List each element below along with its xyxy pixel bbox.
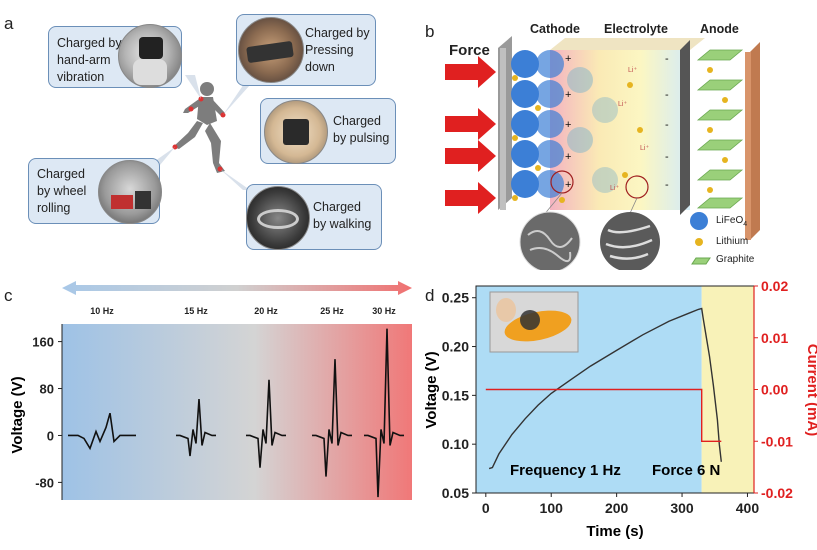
svg-text:+: + bbox=[565, 119, 571, 131]
callout-line: by walking bbox=[313, 217, 372, 231]
y-tick-label: 0.25 bbox=[442, 290, 469, 306]
frequency-label: 25 Hz bbox=[320, 306, 344, 316]
x-axis-label: Time (s) bbox=[586, 523, 643, 540]
frequency-label: 30 Hz bbox=[372, 306, 396, 316]
graphite-layers bbox=[696, 49, 744, 209]
x-tick-label: 100 bbox=[540, 500, 564, 516]
x-tick-label: 300 bbox=[670, 500, 694, 516]
callout-line: Charged bbox=[333, 114, 381, 128]
svg-text:+: + bbox=[565, 89, 571, 101]
svg-text:-: - bbox=[665, 89, 669, 101]
cathode-spheres bbox=[511, 50, 618, 198]
legend-graphite: Graphite bbox=[690, 254, 810, 270]
callout-line: down bbox=[305, 60, 335, 74]
y-tick-label: 160 bbox=[32, 335, 54, 350]
legend-label: Lithium bbox=[716, 236, 749, 247]
legend-label: LiFeO bbox=[716, 215, 744, 226]
callout-line: Charged bbox=[313, 200, 361, 214]
y-tick-label-right: -0.02 bbox=[761, 485, 793, 501]
annotation-frequency: Frequency 1 Hz bbox=[510, 462, 621, 479]
li-ion-label: Li⁺ bbox=[618, 101, 627, 108]
y-tick-label-right: 0.00 bbox=[761, 382, 788, 398]
svg-text:-: - bbox=[665, 119, 669, 131]
frequency-label: 15 Hz bbox=[184, 306, 208, 316]
annotation-force: Force 6 N bbox=[652, 462, 720, 479]
callout-line: hand-arm bbox=[57, 53, 111, 67]
walking-photo bbox=[246, 186, 310, 250]
anode-label: Anode bbox=[700, 22, 739, 36]
legend-label: Graphite bbox=[716, 254, 755, 265]
legend-lifeo4: LiFeO4 bbox=[690, 212, 810, 232]
frequency-label: 10 Hz bbox=[90, 306, 114, 316]
force-label: Force bbox=[449, 42, 490, 59]
panel-b-letter: b bbox=[425, 22, 435, 41]
callout-line: vibration bbox=[57, 70, 105, 84]
svg-text:-: - bbox=[665, 179, 669, 191]
voltage-trace bbox=[176, 399, 216, 457]
li-ion-label: Li⁺ bbox=[640, 145, 649, 152]
y-tick-label-right: 0.02 bbox=[761, 278, 788, 294]
svg-text:-: - bbox=[665, 53, 669, 65]
y-tick-label: 0.10 bbox=[442, 436, 469, 452]
callout-line: Charged by bbox=[57, 36, 122, 50]
electrolyte-label: Electrolyte bbox=[604, 22, 668, 36]
x-tick-label: 400 bbox=[736, 500, 760, 516]
li-ion-label: Li⁺ bbox=[628, 67, 637, 74]
y-tick-label: 0.15 bbox=[442, 387, 469, 403]
callout-line: Charged by bbox=[305, 26, 370, 40]
x-tick-label: 200 bbox=[605, 500, 629, 516]
voltage-trace bbox=[68, 412, 136, 451]
callout-line: by pulsing bbox=[333, 131, 390, 145]
panel-c-letter: c bbox=[4, 286, 13, 305]
y-tick-label: 0 bbox=[47, 428, 54, 443]
runner-figure bbox=[155, 75, 250, 190]
current-line bbox=[485, 388, 722, 443]
inset-photo bbox=[489, 291, 579, 353]
y-tick-label-right: -0.01 bbox=[761, 433, 793, 449]
callout-line: rolling bbox=[37, 201, 71, 215]
legend-subscript: 4 bbox=[743, 221, 748, 228]
pressing-photo bbox=[238, 17, 304, 83]
y-tick-label: 0.05 bbox=[442, 485, 469, 501]
hand-arm-photo bbox=[118, 24, 182, 88]
chart-voltage-frequency: 10 Hz 15 Hz 20 Hz 25 Hz 30 Hz -80 0 80 160 Volt… bbox=[9, 281, 412, 500]
cathode-label: Cathode bbox=[530, 22, 580, 36]
voltage-trace bbox=[246, 379, 286, 468]
callout-line: Pressing bbox=[305, 43, 354, 57]
frequency-label: 20 Hz bbox=[254, 306, 278, 316]
pulsing-photo bbox=[264, 100, 328, 164]
y-axis-label: Voltage (V) bbox=[423, 351, 440, 428]
battery-schematic: + + + + + - - - - - Li⁺ Li⁺ Li⁺ Li⁺ bbox=[445, 36, 760, 270]
callout-line: by wheel bbox=[37, 184, 87, 198]
svg-text:+: + bbox=[565, 179, 571, 191]
y-tick-label: 0.20 bbox=[442, 339, 469, 355]
svg-text:+: + bbox=[565, 151, 571, 163]
x-tick-label: 0 bbox=[482, 500, 490, 516]
voltage-trace bbox=[364, 328, 404, 498]
background-shading bbox=[701, 286, 754, 493]
voltage-line bbox=[488, 307, 722, 470]
svg-text:-: - bbox=[665, 151, 669, 163]
li-ion-label: Li⁺ bbox=[610, 185, 619, 192]
y-axis-label-right: Current (mA) bbox=[804, 344, 817, 437]
y-axis-label: Voltage (V) bbox=[9, 376, 26, 453]
y-tick-label-right: 0.01 bbox=[761, 330, 788, 346]
voltage-trace bbox=[312, 359, 352, 477]
chart-voltage-current-time: 0 100 200 300 400 0.05 0.10 0.15 0.20 0.25 -0.02… bbox=[423, 278, 817, 540]
panel-d-letter: d bbox=[425, 286, 435, 305]
legend-lithium: Lithium bbox=[690, 236, 810, 252]
y-tick-label: 80 bbox=[40, 382, 54, 397]
force-arrows bbox=[445, 56, 496, 214]
callout-line: Charged bbox=[37, 167, 85, 181]
y-tick-label: -80 bbox=[35, 475, 54, 490]
panel-a-letter: a bbox=[4, 14, 14, 33]
wheel-photo bbox=[98, 160, 162, 224]
svg-text:+: + bbox=[565, 53, 571, 65]
